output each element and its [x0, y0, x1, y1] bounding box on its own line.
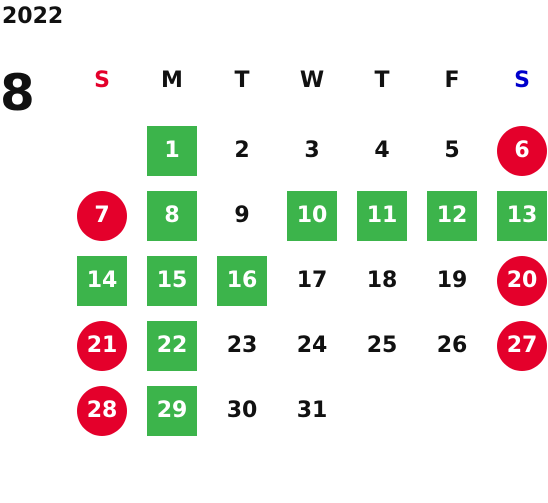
calendar-day-14[interactable]: 14 — [77, 256, 127, 306]
calendar-day-4[interactable]: 4 — [374, 138, 390, 163]
calendar-day-3[interactable]: 3 — [304, 138, 320, 163]
calendar-day-19[interactable]: 19 — [436, 268, 468, 293]
calendar-day-10[interactable]: 10 — [287, 191, 337, 241]
calendar-day-13[interactable]: 13 — [497, 191, 547, 241]
calendar-day-7[interactable]: 7 — [77, 191, 127, 241]
calendar-day-12[interactable]: 12 — [427, 191, 477, 241]
calendar-day-18[interactable]: 18 — [366, 268, 398, 293]
calendar-day-2[interactable]: 2 — [234, 138, 250, 163]
calendar-day-23[interactable]: 23 — [226, 333, 258, 358]
calendar-day-27[interactable]: 27 — [497, 321, 547, 371]
calendar-day-9[interactable]: 9 — [234, 203, 250, 228]
calendar-day-8[interactable]: 8 — [147, 191, 197, 241]
calendar-day-15[interactable]: 15 — [147, 256, 197, 306]
calendar-day-31[interactable]: 31 — [296, 398, 328, 423]
calendar-day-5[interactable]: 5 — [444, 138, 460, 163]
calendar-day-16[interactable]: 16 — [217, 256, 267, 306]
calendar-day-24[interactable]: 24 — [296, 333, 328, 358]
calendar-day-28[interactable]: 28 — [77, 386, 127, 436]
weekday-label: M — [161, 68, 183, 93]
calendar-day-11[interactable]: 11 — [357, 191, 407, 241]
calendar-day-6[interactable]: 6 — [497, 126, 547, 176]
calendar-day-17[interactable]: 17 — [296, 268, 328, 293]
calendar-day-20[interactable]: 20 — [497, 256, 547, 306]
calendar-day-25[interactable]: 25 — [366, 333, 398, 358]
calendar-day-1[interactable]: 1 — [147, 126, 197, 176]
weekday-label: S — [94, 68, 110, 93]
calendar-day-26[interactable]: 26 — [436, 333, 468, 358]
calendar-day-22[interactable]: 22 — [147, 321, 197, 371]
weekday-label: W — [299, 68, 325, 93]
year-label: 2022 — [2, 4, 64, 29]
weekday-label: T — [374, 68, 390, 93]
calendar-day-30[interactable]: 30 — [226, 398, 258, 423]
weekday-label: T — [234, 68, 250, 93]
calendar-day-29[interactable]: 29 — [147, 386, 197, 436]
calendar-day-21[interactable]: 21 — [77, 321, 127, 371]
weekday-label: F — [444, 68, 460, 93]
month-number: 8 — [0, 64, 35, 122]
weekday-label: S — [514, 68, 530, 93]
